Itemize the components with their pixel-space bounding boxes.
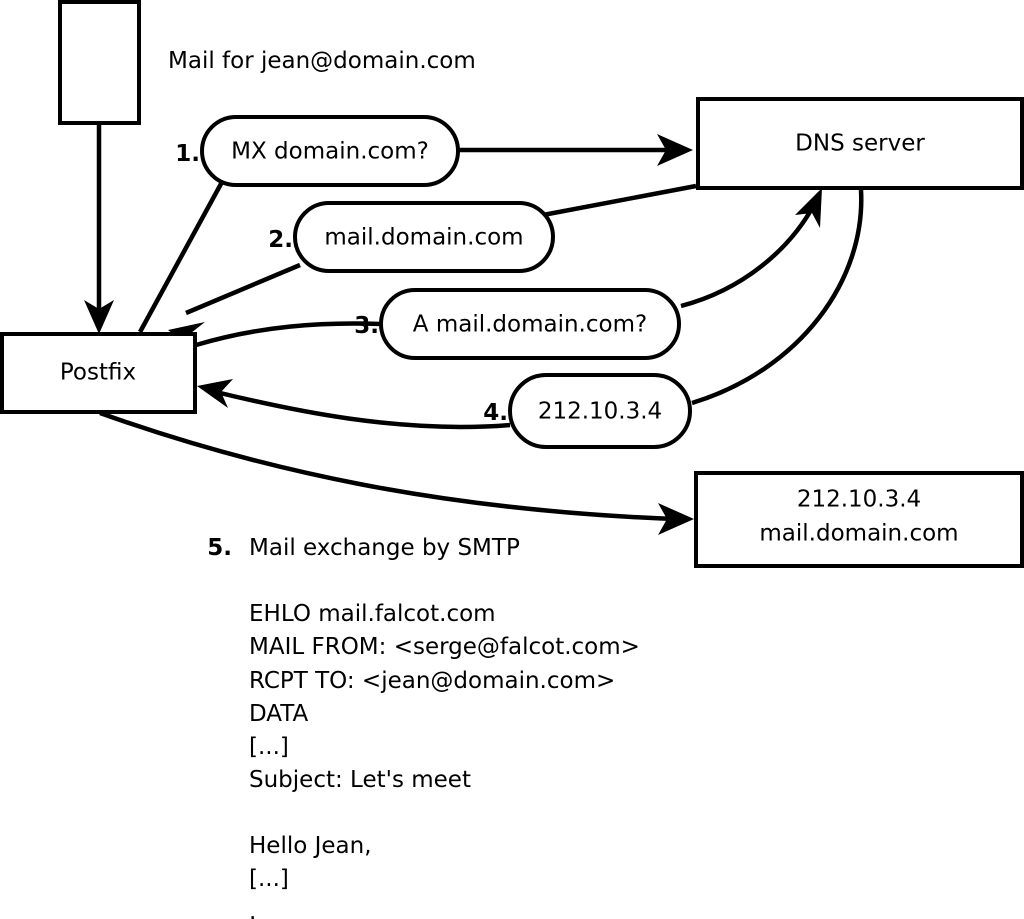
transcript-line-1: EHLO mail.falcot.com	[249, 601, 496, 627]
edge-postfix-to-step3	[195, 321, 382, 348]
step-3-label: A mail.domain.com?	[413, 312, 647, 338]
edge-postfix-to-step1	[138, 180, 224, 334]
step-1-bubble[interactable]: MX domain.com?	[200, 115, 460, 187]
transcript-line-4: DATA	[249, 701, 309, 727]
edge-dns-to-step2	[542, 183, 697, 218]
mail-server-node[interactable]: 212.10.3.4 mail.domain.com	[694, 471, 1024, 568]
edge-source-to-postfix	[84, 124, 114, 334]
edge-step3-to-dns	[680, 188, 822, 309]
step-2-label: mail.domain.com	[324, 225, 523, 251]
transcript-line-8: Hello Jean,	[249, 833, 372, 859]
step-3-number: 3.	[354, 313, 379, 339]
postfix-node[interactable]: Postfix	[0, 332, 197, 414]
step-4-number: 4.	[483, 400, 508, 426]
transcript-line-9: [...]	[249, 866, 289, 892]
step-4-label: 212.10.3.4	[538, 399, 662, 425]
mail-server-ip: 212.10.3.4	[797, 487, 921, 513]
transcript-line-10: .	[249, 899, 256, 919]
postfix-label: Postfix	[60, 360, 136, 386]
step-1-label: MX domain.com?	[231, 139, 429, 165]
step-5-number: 5.	[207, 535, 232, 561]
mail-server-hostname: mail.domain.com	[759, 521, 958, 547]
edge-postfix-to-mailserver	[99, 410, 694, 535]
step-3-bubble[interactable]: A mail.domain.com?	[379, 288, 681, 360]
dns-server-node[interactable]: DNS server	[696, 97, 1024, 190]
step-1-number: 1.	[175, 141, 200, 167]
step-2-number: 2.	[268, 227, 293, 253]
transcript-line-3: RCPT TO: <jean@domain.com>	[249, 668, 615, 694]
edge-dns-to-step4	[691, 189, 864, 406]
step-4-bubble[interactable]: 212.10.3.4	[508, 373, 692, 449]
transcript-line-5: [...]	[249, 734, 289, 760]
transcript-line-2: MAIL FROM: <serge@falcot.com>	[249, 634, 640, 660]
step-5-label: Mail exchange by SMTP	[249, 535, 520, 561]
edge-step4-to-postfix	[197, 379, 511, 430]
transcript-line-6: Subject: Let's meet	[249, 767, 471, 793]
smtp-transcript: EHLO mail.falcot.com MAIL FROM: <serge@f…	[249, 601, 640, 919]
dns-server-label: DNS server	[795, 131, 925, 157]
edge-step1-to-dns	[458, 134, 693, 166]
source-node[interactable]	[58, 0, 141, 125]
mail-for-caption: Mail for jean@domain.com	[168, 48, 476, 74]
step-2-bubble[interactable]: mail.domain.com	[293, 201, 555, 273]
